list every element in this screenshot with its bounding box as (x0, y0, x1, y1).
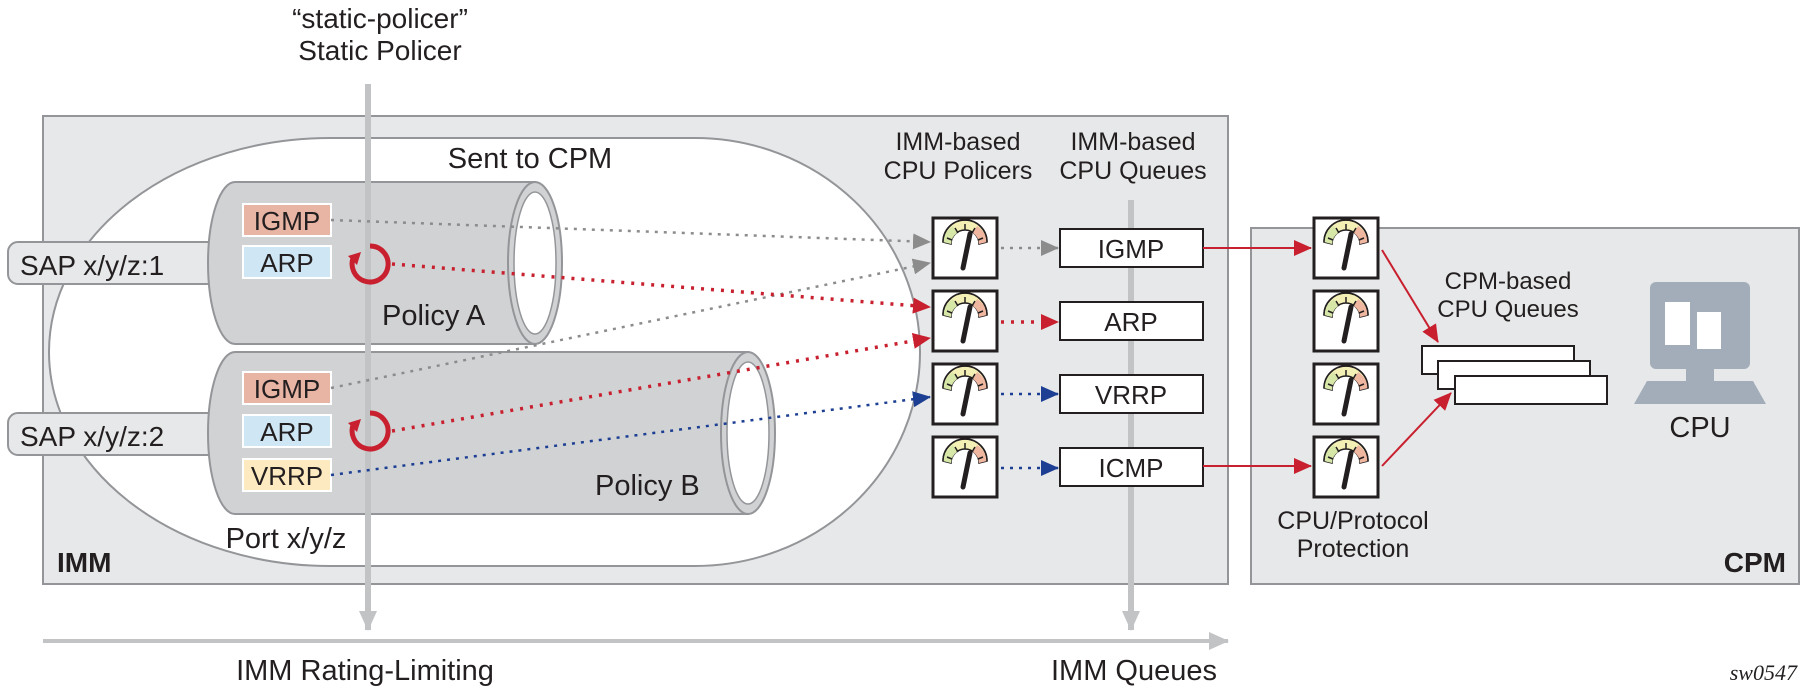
protocol-arp-sap2 (242, 414, 332, 448)
cpm-label: CPM (1724, 547, 1786, 578)
imm-queue-vrrp-label: VRRP (1095, 380, 1167, 410)
imm-queue-arp (1059, 301, 1204, 341)
title-line-2: Static Policer (298, 35, 461, 66)
imm-queue-icmp-label: ICMP (1099, 453, 1164, 483)
cpu-label: CPU (1669, 412, 1730, 444)
cpm-protection-gauge-icon (1314, 437, 1378, 497)
protocol-igmp-sap1 (242, 203, 332, 237)
cpm-protection-gauge-icon (1314, 291, 1378, 351)
flow-igmp-sap2 (330, 258, 931, 390)
imm-queues-header-2: CPU Queues (1059, 157, 1206, 185)
sent-to-cpm-label: Sent to CPM (448, 143, 612, 175)
imm-policers-header-1: IMM-based (895, 128, 1020, 156)
figure-id: sw0547 (1730, 660, 1798, 685)
protocol-arp-sap1-label: ARP (260, 248, 313, 278)
protocol-arp-sap2-label: ARP (260, 417, 313, 447)
imm-queues-header-1: IMM-based (1070, 128, 1195, 156)
cpm-queues-header-2: CPU Queues (1437, 296, 1578, 323)
title-line-1: “static-policer” (292, 3, 468, 34)
flow-vrrp-sap2 (330, 391, 931, 477)
cpm-gauge-to-queue-arrow-bottom (1381, 392, 1452, 467)
protocol-arp-sap1 (242, 245, 332, 279)
cpm-gauge-to-queue-arrow-top (1381, 249, 1439, 343)
imm-label: IMM (57, 547, 111, 578)
cpm-queue-stack (1421, 345, 1608, 405)
policy-a-label: Policy A (382, 300, 486, 332)
port-label: Port x/y/z (226, 523, 347, 555)
cpu-computer-icon (1634, 282, 1766, 404)
imm-queue-arp-label: ARP (1104, 307, 1157, 337)
imm-policers-header-2: CPU Policers (884, 157, 1033, 185)
imm-policer-gauge-icon (933, 364, 997, 424)
protocol-igmp-sap2 (242, 371, 332, 405)
policy-b-cylinder (207, 351, 776, 515)
protection-label-2: Protection (1297, 535, 1410, 563)
protocol-igmp-sap1-label: IGMP (254, 206, 320, 236)
protection-label-1: CPU/Protocol (1277, 507, 1428, 535)
imm-policer-gauge-icon (933, 437, 997, 497)
protocol-vrrp-sap2-label: VRRP (251, 461, 323, 491)
imm-queue-vrrp (1059, 374, 1204, 414)
protocol-igmp-sap2-label: IGMP (254, 374, 320, 404)
sap-1-label: SAP x/y/z:1 (20, 250, 164, 281)
axis-rate-limiting-label: IMM Rating-Limiting (236, 655, 494, 687)
cpm-queues-header-1: CPM-based (1445, 268, 1572, 295)
axis-queues-label: IMM Queues (1051, 655, 1217, 687)
flow-igmp-sap1 (330, 218, 931, 250)
imm-queue-igmp (1059, 228, 1204, 268)
sap-2-label: SAP x/y/z:2 (20, 421, 164, 452)
imm-queue-igmp-label: IGMP (1098, 234, 1164, 264)
cpm-protection-gauge-icon (1314, 218, 1378, 278)
imm-policer-gauge-icon (933, 218, 997, 278)
cpm-protection-gauge-icon (1314, 364, 1378, 424)
imm-queue-icmp (1059, 447, 1204, 487)
imm-policer-gauge-icon (933, 291, 997, 351)
policy-b-label: Policy B (595, 470, 700, 502)
flow-arp-sap2 (391, 333, 931, 433)
